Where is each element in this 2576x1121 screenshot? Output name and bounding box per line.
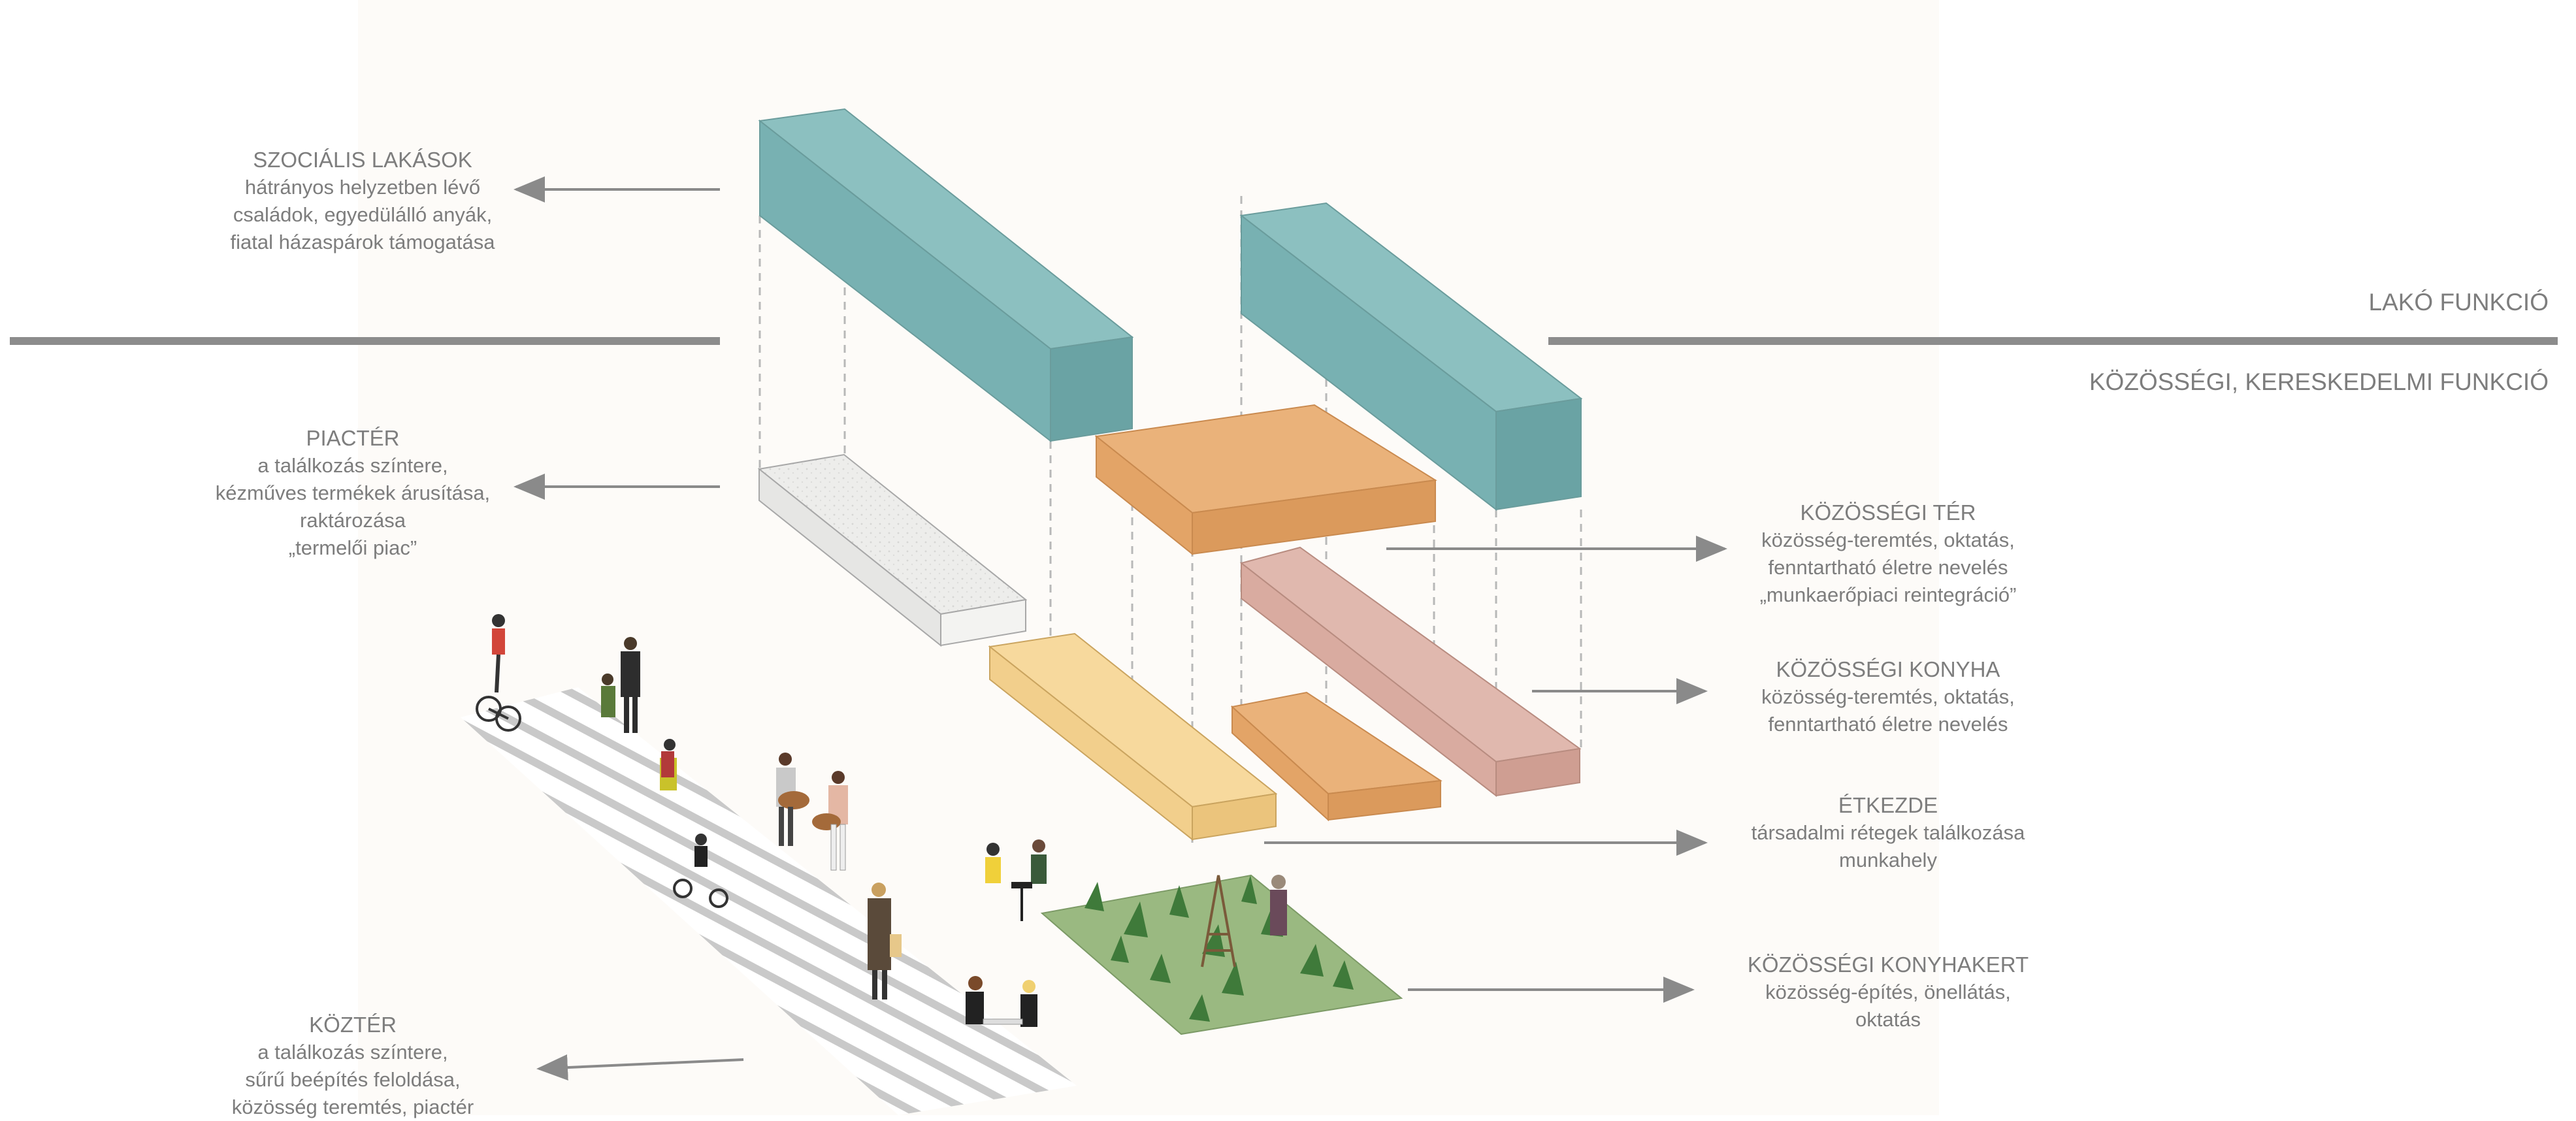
label-kitchen-garden: KÖZÖSSÉGI KONYHAKERT közösség-építés, ön… (1718, 951, 2058, 1033)
label-line: társadalmi rétegek találkozása (1751, 821, 2025, 844)
label-line: a találkozás színtere, (257, 1041, 448, 1064)
label-public-space: KÖZTÉR a találkozás színtere, sűrű beépí… (186, 1011, 519, 1121)
label-title: PIACTÉR (306, 426, 400, 450)
label-line: családok, egyedülálló anyák, (233, 203, 493, 226)
gardener-figure (1270, 875, 1287, 935)
label-title: KÖZTÉR (309, 1013, 397, 1037)
section-residential-label: LAKÓ FUNKCIÓ (2368, 289, 2549, 316)
arrows (514, 176, 1727, 1081)
label-community-kitchen: KÖZÖSSÉGI KONYHA közösség-teremtés, okta… (1718, 656, 2058, 738)
community-space-block (1094, 404, 1437, 556)
grill-figures (985, 839, 1047, 921)
label-line: közösség teremtés, piactér (231, 1096, 474, 1118)
market-block (757, 453, 1028, 647)
label-line: kézműves termékek árusítása, (215, 481, 491, 504)
label-line: fenntartható életre nevelés (1768, 556, 2008, 579)
people-figures (476, 614, 1287, 1027)
cyclist-figure (476, 614, 521, 732)
housing-block-1 (758, 108, 1134, 443)
musicians-figures (776, 753, 848, 871)
label-title: SZOCIÁLIS LAKÁSOK (253, 148, 472, 172)
small-orange-block (1230, 691, 1443, 822)
label-line: közösség-teremtés, oktatás, (1761, 528, 2015, 551)
label-market: PIACTÉR a találkozás színtere, kézműves … (186, 425, 519, 562)
label-line: a találkozás színtere, (257, 454, 448, 477)
label-social-housing: SZOCIÁLIS LAKÁSOK hátrányos helyzetben l… (196, 146, 529, 256)
label-line: közösség-építés, önellátás, (1765, 981, 2011, 1003)
cafe-table-figures (966, 976, 1037, 1027)
canteen-block (988, 632, 1278, 841)
label-line: munkahely (1839, 849, 1937, 871)
label-line: „termelői piac” (288, 536, 417, 559)
public-space-stripes (461, 687, 1077, 1115)
label-canteen: ÉTKEZDE társadalmi rétegek találkozása m… (1718, 792, 2058, 874)
housing-block-2 (1239, 202, 1583, 512)
label-line: „munkaerőpiaci reintegráció” (1759, 583, 2017, 606)
garden-trellis (1201, 875, 1236, 967)
child-bike-figure (673, 834, 728, 908)
label-line: közösség-teremtés, oktatás, (1761, 685, 2015, 708)
label-community-space: KÖZÖSSÉGI TÉR közösség-teremtés, oktatás… (1718, 499, 2058, 609)
label-line: hátrányos helyzetben lévő (244, 176, 481, 199)
section-community-label: KÖZÖSSÉGI, KERESKEDELMI FUNKCIÓ (2089, 368, 2549, 395)
label-title: KÖZÖSSÉGI TÉR (1800, 500, 1976, 525)
arrow-public-space (536, 1054, 744, 1081)
label-title: KÖZÖSSÉGI KONYHAKERT (1747, 952, 2029, 977)
walking-woman-figure (868, 883, 902, 999)
label-line: sűrű beépítés feloldása, (245, 1068, 461, 1091)
label-title: KÖZÖSSÉGI KONYHA (1776, 657, 2000, 681)
kitchen-garden (1040, 874, 1403, 1035)
label-line: fenntartható életre nevelés (1768, 713, 2008, 736)
label-line: oktatás (1855, 1008, 1921, 1031)
label-line: fiatal házaspárok támogatása (230, 231, 495, 253)
family-figures (601, 637, 677, 790)
community-kitchen-block (1239, 546, 1582, 798)
label-title: ÉTKEZDE (1838, 793, 1938, 817)
label-line: raktározása (300, 509, 406, 532)
